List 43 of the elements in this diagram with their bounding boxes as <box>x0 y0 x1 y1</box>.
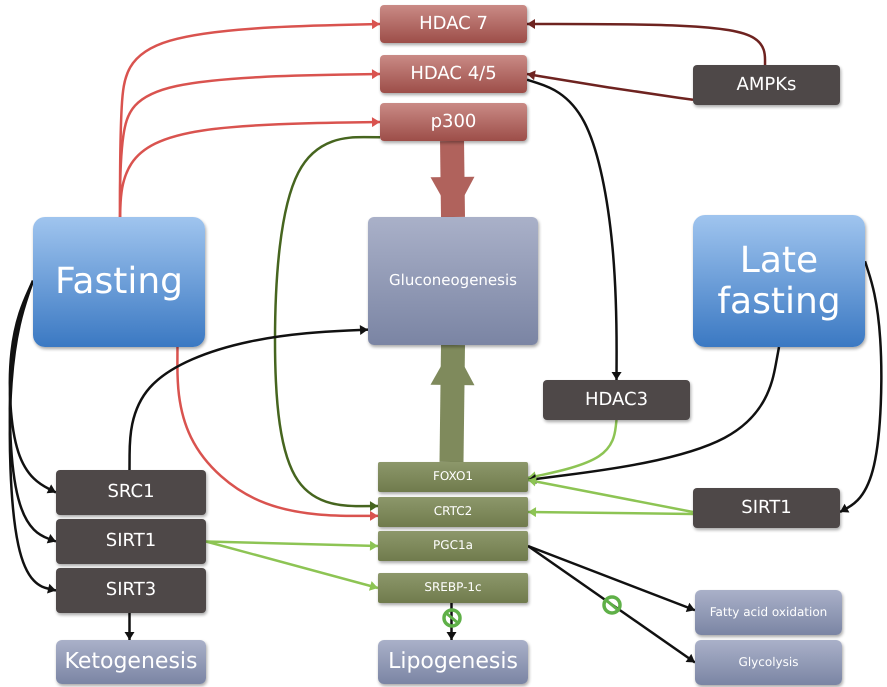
condition-box: Fasting <box>33 217 205 347</box>
arrow <box>8 280 56 594</box>
arrow <box>526 78 622 380</box>
process-box: Gluconeogenesis <box>368 217 538 345</box>
block-arrow <box>430 140 474 218</box>
arrow <box>839 260 883 514</box>
protein-box: PGC1a <box>378 531 528 561</box>
protein-box: HDAC 7 <box>380 5 527 43</box>
protein-box: SIRT1 <box>56 519 206 564</box>
block-arrow <box>430 344 474 462</box>
arrow <box>528 544 696 612</box>
process-box: Ketogenesis <box>56 640 206 684</box>
arrow <box>128 325 368 470</box>
arrow <box>526 70 694 102</box>
protein-box: HDAC3 <box>543 380 690 420</box>
arrow <box>118 117 380 218</box>
arrow <box>527 19 766 65</box>
protein-box: SIRT1 <box>693 488 840 528</box>
arrow <box>527 544 696 664</box>
protein-box: FOXO1 <box>378 462 528 492</box>
process-box: Glycolysis <box>695 640 842 685</box>
protein-box: CRTC2 <box>378 497 528 527</box>
arrow <box>8 280 57 494</box>
arrow <box>446 603 456 640</box>
arrow <box>124 613 134 640</box>
protein-box: HDAC 4/5 <box>380 55 527 93</box>
protein-box: SRC1 <box>56 470 206 515</box>
process-box: Lipogenesis <box>378 640 528 684</box>
condition-box: Late fasting <box>693 215 865 347</box>
arrow <box>528 346 780 484</box>
arrow <box>528 420 618 482</box>
arrow <box>206 540 378 591</box>
protein-box: p300 <box>380 103 527 141</box>
protein-box: SIRT3 <box>56 568 206 613</box>
protein-box: SREBP-1c <box>378 573 528 603</box>
arrow <box>8 280 56 544</box>
arrow <box>176 347 378 521</box>
process-box: Fatty acid oxidation <box>695 590 842 635</box>
arrow <box>528 476 694 514</box>
arrow <box>274 136 380 512</box>
protein-box: AMPKs <box>693 65 840 105</box>
arrow <box>206 540 378 551</box>
arrow <box>528 507 694 518</box>
